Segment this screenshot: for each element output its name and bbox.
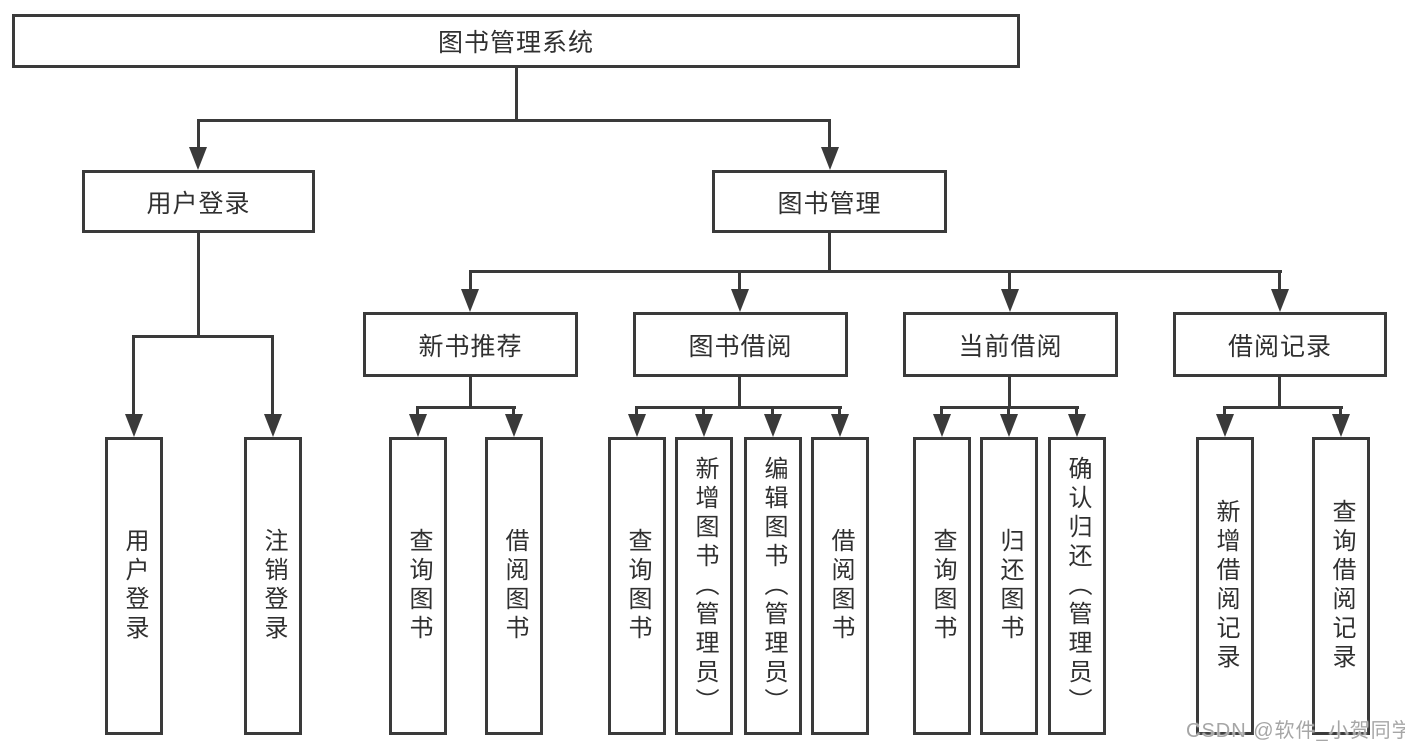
leaf-label: 借阅图书	[827, 528, 854, 644]
arrowhead-down-icon	[764, 414, 782, 437]
edge-to-borrow-records	[1278, 270, 1281, 290]
edge-segment	[1007, 406, 1010, 418]
arrowhead-down-icon	[505, 414, 523, 437]
node-label: 新书推荐	[418, 332, 523, 361]
node-label: 图书管理	[777, 189, 882, 218]
node-user-login: 用户登录	[82, 170, 315, 233]
leaf-add-books-admin: 新增图书（管理员）	[675, 437, 733, 735]
edge-to-book-borrow	[738, 270, 741, 290]
leaf-return-books: 归还图书	[980, 437, 1038, 735]
arrowhead-down-icon	[1216, 414, 1234, 437]
edge-book-borrow-stem	[738, 375, 741, 409]
edge-to-current-borrow	[1008, 270, 1011, 290]
edge-new-books-stem	[469, 375, 472, 409]
edge-to-leaf-logout	[271, 335, 274, 417]
edge-segment	[512, 406, 515, 418]
arrowhead-down-icon	[125, 414, 143, 437]
edge-root-stem	[515, 68, 518, 119]
arrowhead-down-icon	[1332, 414, 1350, 437]
edge-current-borrow-stem	[1008, 375, 1011, 409]
leaf-label: 注销登录	[260, 528, 287, 644]
arrowhead-down-icon	[264, 414, 282, 437]
leaf-logout: 注销登录	[244, 437, 302, 735]
node-library-system: 图书管理系统	[12, 14, 1020, 68]
arrowhead-down-icon	[821, 147, 839, 170]
edge-root-split	[197, 119, 831, 122]
node-new-book-recommend: 新书推荐	[363, 312, 578, 377]
arrowhead-down-icon	[831, 414, 849, 437]
edge-borrow-records-split	[1223, 406, 1343, 409]
leaf-label: 查询图书	[929, 528, 956, 644]
leaf-borrow-books-recommend: 借阅图书	[485, 437, 543, 735]
leaf-label: 查询图书	[405, 528, 432, 644]
node-book-management: 图书管理	[712, 170, 947, 233]
leaf-query-books-current: 查询图书	[913, 437, 971, 735]
node-label: 图书管理系统	[437, 29, 594, 57]
arrowhead-down-icon	[1001, 289, 1019, 312]
node-label: 借阅记录	[1227, 332, 1332, 361]
edge-segment	[635, 406, 638, 418]
leaf-label: 新增借阅记录	[1212, 499, 1239, 673]
leaf-query-books-recommend: 查询图书	[389, 437, 447, 735]
edge-user-login-stem	[197, 231, 200, 338]
edge-to-new-books	[469, 270, 472, 290]
edge-segment	[838, 406, 841, 418]
edge-segment	[416, 406, 419, 418]
edge-segment	[940, 406, 943, 418]
edge-book-management-split	[469, 270, 1282, 273]
csdn-watermark: CSDN @软件_小贺同学	[1186, 720, 1405, 742]
edge-segment	[702, 406, 705, 418]
arrowhead-down-icon	[461, 289, 479, 312]
arrowhead-down-icon	[628, 414, 646, 437]
edge-borrow-records-stem	[1278, 375, 1281, 409]
node-label: 用户登录	[146, 189, 251, 218]
leaf-label: 确认归还（管理员）	[1064, 455, 1091, 717]
leaf-borrow-books: 借阅图书	[811, 437, 869, 735]
edge-to-book-management	[828, 119, 831, 150]
leaf-label: 归还图书	[996, 528, 1023, 644]
arrowhead-down-icon	[189, 147, 207, 170]
leaf-query-borrow-record: 查询借阅记录	[1312, 437, 1370, 735]
edge-segment	[1339, 406, 1342, 418]
edge-to-user-login	[197, 119, 200, 150]
node-borrow-records: 借阅记录	[1173, 312, 1387, 377]
leaf-label: 查询图书	[624, 528, 651, 644]
leaf-query-books-borrow: 查询图书	[608, 437, 666, 735]
arrowhead-down-icon	[933, 414, 951, 437]
leaf-user-login: 用户登录	[105, 437, 163, 735]
leaf-label: 新增图书（管理员）	[691, 455, 718, 717]
arrowhead-down-icon	[731, 289, 749, 312]
arrowhead-down-icon	[1000, 414, 1018, 437]
node-label: 图书借阅	[688, 332, 793, 361]
edge-book-borrow-split	[635, 406, 842, 409]
leaf-label: 查询借阅记录	[1328, 499, 1355, 673]
edge-user-login-split	[132, 335, 274, 338]
node-book-borrow: 图书借阅	[633, 312, 848, 377]
leaf-confirm-return-admin: 确认归还（管理员）	[1048, 437, 1106, 735]
arrowhead-down-icon	[1271, 289, 1289, 312]
leaf-label: 编辑图书（管理员）	[760, 455, 787, 717]
node-current-borrow: 当前借阅	[903, 312, 1118, 377]
edge-new-books-split	[416, 406, 516, 409]
leaf-add-borrow-record: 新增借阅记录	[1196, 437, 1254, 735]
edge-book-management-stem	[828, 231, 831, 272]
arrowhead-down-icon	[409, 414, 427, 437]
edge-segment	[1075, 406, 1078, 418]
arrowhead-down-icon	[695, 414, 713, 437]
edge-segment	[1223, 406, 1226, 418]
leaf-edit-books-admin: 编辑图书（管理员）	[744, 437, 802, 735]
leaf-label: 用户登录	[121, 528, 148, 644]
node-label: 当前借阅	[958, 332, 1063, 361]
edge-segment	[771, 406, 774, 418]
arrowhead-down-icon	[1068, 414, 1086, 437]
edge-to-leaf-user-login	[132, 335, 135, 417]
leaf-label: 借阅图书	[501, 528, 528, 644]
